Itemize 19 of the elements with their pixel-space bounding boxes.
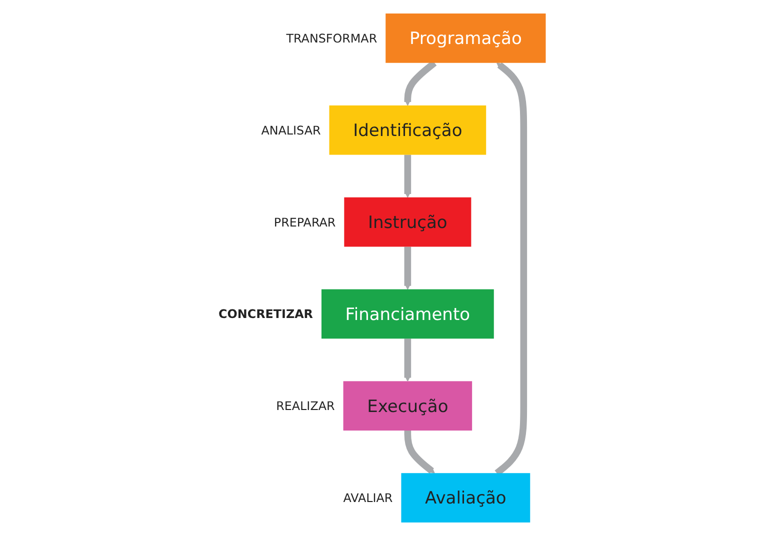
node-box — [402, 473, 530, 522]
node-box — [330, 105, 486, 155]
stage-caption: ANALISAR — [262, 123, 322, 138]
arrow — [404, 246, 412, 290]
arrow — [404, 338, 412, 382]
arrow — [404, 430, 436, 474]
node-box — [344, 381, 472, 431]
stage-caption: REALIZAR — [276, 399, 336, 414]
stage-caption: TRANSFORMAR — [286, 31, 378, 46]
stage-caption: PREPARAR — [274, 215, 336, 230]
arrow — [495, 62, 528, 476]
node-box — [344, 197, 472, 247]
stage-caption: CONCRETIZAR — [218, 307, 314, 322]
node-box — [386, 14, 546, 63]
cycle-diagram: Programação Identificação Instrução Financiamento Execução Avaliação TRANSFORMAR ANALISAR PREPARAR CONCRETIZAR REALIZAR AVALIAR — [210, 5, 555, 531]
stage-caption: AVALIAR — [344, 491, 394, 506]
node-box — [322, 289, 494, 339]
arrow — [404, 60, 438, 106]
arrow — [404, 154, 412, 198]
